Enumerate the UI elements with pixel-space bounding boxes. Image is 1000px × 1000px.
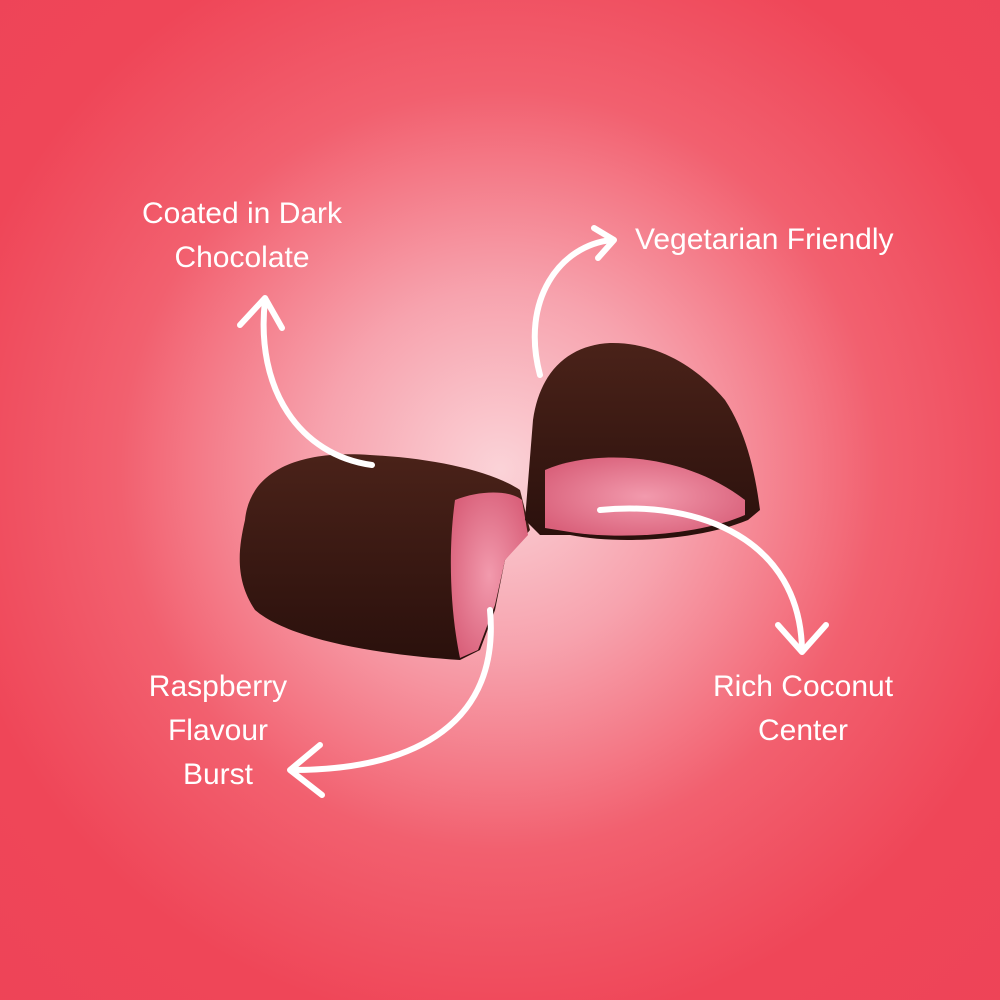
arrow-coconut-icon — [597, 505, 829, 655]
label-line: Center — [757, 714, 849, 747]
label-coating: Coated in Dark Chocolate — [92, 192, 392, 280]
label-line: Chocolate — [174, 241, 310, 274]
label-raspberry: Raspberry Flavour Burst — [118, 665, 318, 797]
label-line: Coated in Dark — [141, 197, 343, 230]
label-vegetarian: Vegetarian Friendly — [635, 218, 894, 262]
label-line: Raspberry — [148, 670, 288, 703]
label-line: Flavour — [167, 714, 269, 747]
arrows — [237, 225, 829, 798]
chocolate-piece-left — [239, 454, 531, 660]
label-coconut: Rich Coconut Center — [653, 665, 953, 753]
arrow-vegetarian-icon — [531, 225, 617, 378]
label-line: Rich Coconut — [712, 670, 894, 703]
label-line: Vegetarian Friendly — [635, 223, 894, 256]
arrow-coating-icon — [237, 295, 375, 468]
arrow-raspberry-icon — [287, 607, 494, 798]
label-line: Burst — [182, 758, 254, 791]
raspberry-filling-left — [450, 492, 528, 658]
